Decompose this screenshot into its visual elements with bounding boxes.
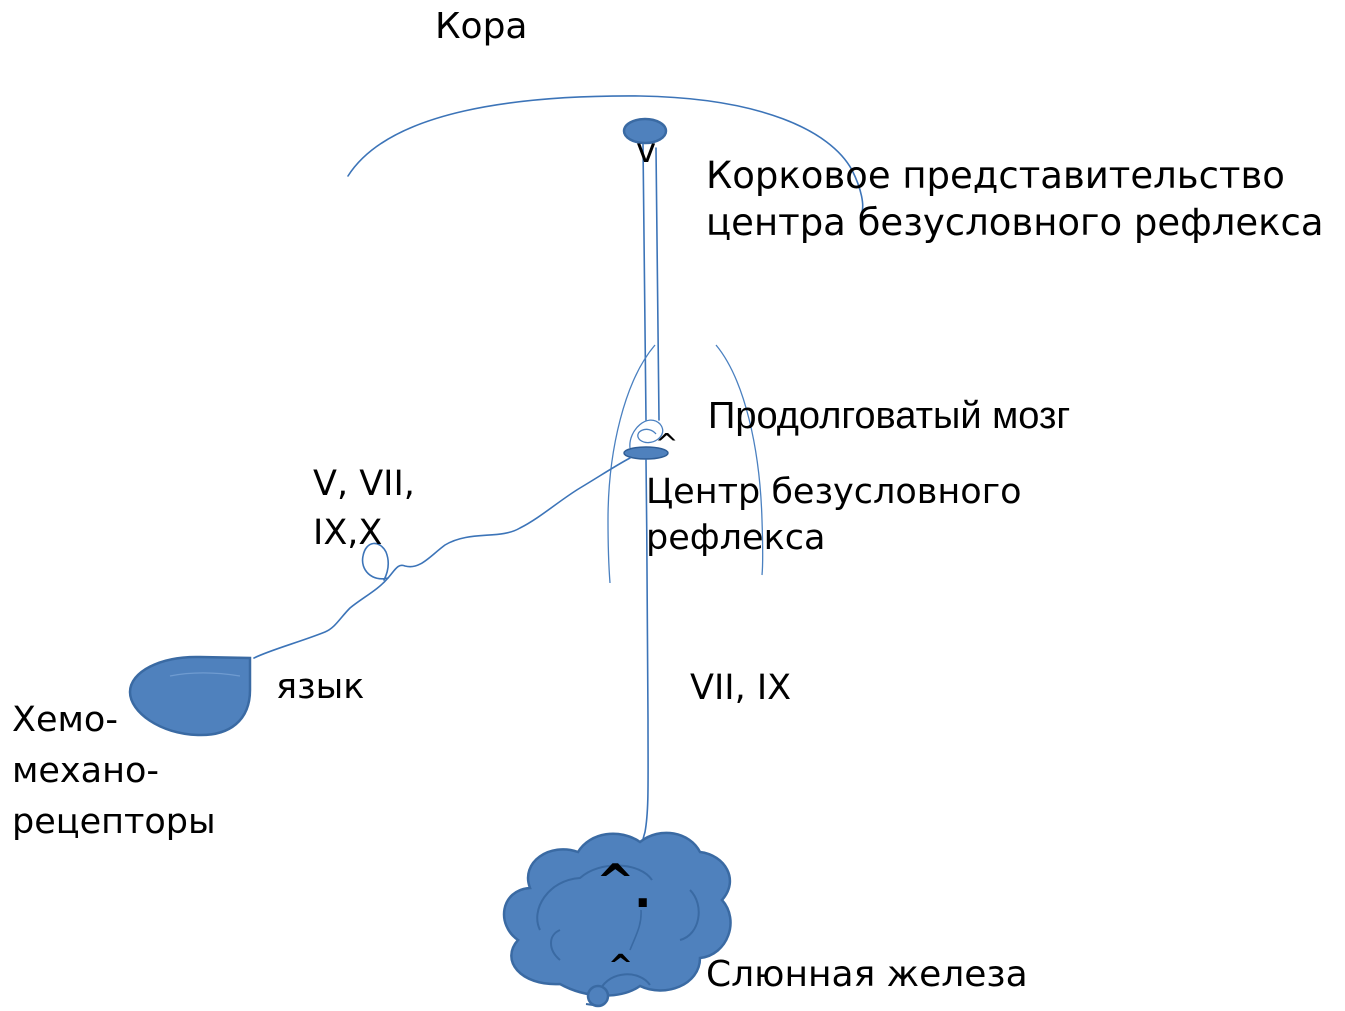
- reflex-center-neuron: [623, 446, 669, 460]
- gland-mark-lower: ^: [608, 949, 634, 984]
- tongue-shape: [128, 655, 252, 737]
- cortex-arc: [347, 95, 864, 213]
- cortex-neuron-mark: v: [636, 131, 657, 171]
- afferent-nerves-line2: IX,X: [313, 513, 383, 553]
- salivary-gland: [502, 831, 732, 1008]
- receptors-line2: механо-: [12, 750, 160, 791]
- receptors-label: Хемо- механо- рецепторы: [12, 695, 216, 847]
- cortex-medulla-pathway-left: [642, 143, 647, 421]
- cortical-center-label-line2: центра безусловного рефлекса: [706, 201, 1324, 245]
- gland-duct-bulb: [586, 984, 610, 1008]
- medulla-mark: ^: [655, 427, 679, 460]
- receptors-line1: Хемо-: [12, 700, 118, 740]
- tongue-highlight: [169, 672, 241, 677]
- cortex-label: Кора: [435, 6, 528, 47]
- cortical-center-label: Корковое представительство центра безусл…: [706, 152, 1324, 247]
- medulla-outline-left: [607, 344, 656, 584]
- gland-dot: .: [634, 864, 652, 918]
- medulla-label: Продолговатый мозг: [708, 395, 1071, 437]
- efferent-nerves-label: VII, IX: [690, 668, 792, 708]
- reflex-center-label: Центр безусловного рефлекса: [646, 470, 1022, 561]
- reflex-center-loops: [629, 419, 664, 449]
- afferent-nerves-label: V, VII, IX,X: [313, 460, 415, 558]
- afferent-pathway: [253, 457, 631, 659]
- cortical-center-label-line1: Корковое представительство: [706, 154, 1285, 197]
- gland-mark-upper: ^: [596, 854, 635, 908]
- cortical-neuron: [622, 117, 668, 145]
- cortex-medulla-pathway-right: [655, 147, 660, 421]
- receptors-line3: рецепторы: [12, 801, 216, 842]
- tongue-label: язык: [276, 667, 365, 707]
- gland-label: Слюнная железа: [706, 954, 1028, 995]
- medulla-outline-right: [715, 344, 764, 576]
- reflex-center-label-line2: рефлекса: [646, 517, 826, 558]
- afferent-nerves-line1: V, VII,: [313, 464, 415, 504]
- afferent-loop: [361, 542, 389, 581]
- reflex-center-label-line1: Центр безусловного: [646, 472, 1022, 512]
